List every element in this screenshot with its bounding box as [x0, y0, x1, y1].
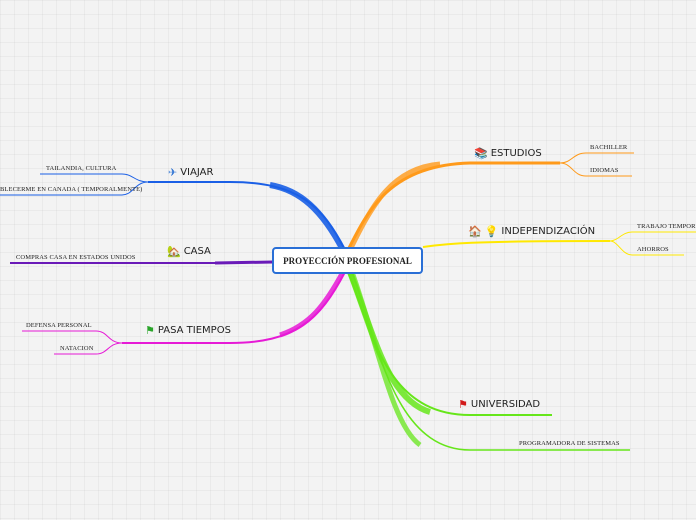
branch-estudios-connector	[345, 161, 560, 253]
subtopic-defensa-personal[interactable]: DEFENSA PERSONAL	[26, 322, 92, 329]
subtopic-idiomas[interactable]: IDIOMAS	[590, 167, 619, 174]
subtopic-programadora[interactable]: PROGRAMADORA DE SISTEMAS	[519, 440, 620, 447]
branch-programadora-connector	[351, 271, 630, 451]
sub-ahorros-connector	[609, 240, 684, 256]
topic-pasatiempos[interactable]: ⚑ PASA TIEMPOS	[145, 325, 231, 336]
topic-viajar-label: VIAJAR	[180, 167, 214, 178]
airplane-icon: ✈	[168, 166, 178, 179]
red-flag-icon: ⚑	[458, 398, 468, 411]
sub-trabajo-connector	[609, 231, 696, 242]
topic-universidad[interactable]: ⚑ UNIVERSIDAD	[458, 399, 540, 410]
topic-casa[interactable]: 🏡 CASA	[167, 246, 211, 257]
house-tree-icon: 🏡	[167, 245, 181, 258]
lightbulb-icon: 💡	[484, 225, 499, 238]
sub-canada-connector	[0, 181, 149, 196]
subtopic-bachiller-label: BACHILLER	[590, 144, 628, 151]
green-flag-icon: ⚑	[145, 324, 155, 337]
topic-universidad-label: UNIVERSIDAD	[470, 399, 541, 410]
subtopic-canada-label: BLECERME EN CANADA ( TEMPORALMENTE)	[0, 186, 143, 193]
topic-estudios-label: ESTUDIOS	[490, 148, 542, 159]
sub-idiomas-connector	[559, 162, 632, 177]
sub-bachiller-connector	[559, 152, 634, 164]
topic-pasatiempos-label: PASA TIEMPOS	[157, 325, 231, 336]
subtopic-natacion[interactable]: NATACION	[60, 345, 94, 352]
subtopic-tailandia[interactable]: TAILANDIA, CULTURA	[46, 165, 116, 172]
subtopic-defensa-label: DEFENSA PERSONAL	[26, 322, 92, 329]
subtopic-ahorros-label: AHORROS	[637, 246, 669, 253]
sub-defensa-connector	[22, 330, 123, 344]
subtopic-bachiller[interactable]: BACHILLER	[590, 144, 627, 151]
central-topic-label: PROYECCIÓN PROFESIONAL	[283, 255, 412, 266]
subtopic-ahorros[interactable]: AHORROS	[637, 246, 669, 253]
subtopic-natacion-label: NATACION	[60, 345, 94, 352]
subtopic-programadora-label: PROGRAMADORA DE SISTEMAS	[519, 440, 620, 447]
sub-tailandia-connector	[40, 173, 149, 183]
subtopic-trabajo-label: TRABAJO TEMPOR	[637, 223, 696, 230]
topic-casa-label: CASA	[183, 246, 211, 257]
topic-independizacion-label: INDEPENDIZACIÓN	[501, 226, 596, 237]
topic-viajar[interactable]: ✈ VIAJAR	[168, 167, 213, 178]
branch-independizacion-connector	[422, 240, 611, 248]
subtopic-canada[interactable]: BLECERME EN CANADA ( TEMPORALMENTE)	[0, 186, 142, 193]
subtopic-trabajo-temporal[interactable]: TRABAJO TEMPOR	[637, 223, 696, 230]
sub-natacion-connector	[54, 342, 123, 355]
branch-viajar-connector	[148, 181, 346, 251]
subtopic-idiomas-label: IDIOMAS	[590, 167, 619, 174]
subtopic-compras-casa[interactable]: COMPRAS CASA EN ESTADOS UNIDOS	[16, 254, 136, 261]
subtopic-compras-casa-label: COMPRAS CASA EN ESTADOS UNIDOS	[16, 254, 136, 261]
books-icon: 📚	[474, 147, 488, 160]
central-topic[interactable]: PROYECCIÓN PROFESIONAL	[272, 247, 423, 274]
topic-independizacion[interactable]: 🏠 💡 INDEPENDIZACIÓN	[468, 226, 595, 237]
subtopic-tailandia-label: TAILANDIA, CULTURA	[46, 165, 117, 172]
topic-estudios[interactable]: 📚 ESTUDIOS	[474, 148, 542, 159]
house-icon: 🏠	[468, 225, 482, 238]
